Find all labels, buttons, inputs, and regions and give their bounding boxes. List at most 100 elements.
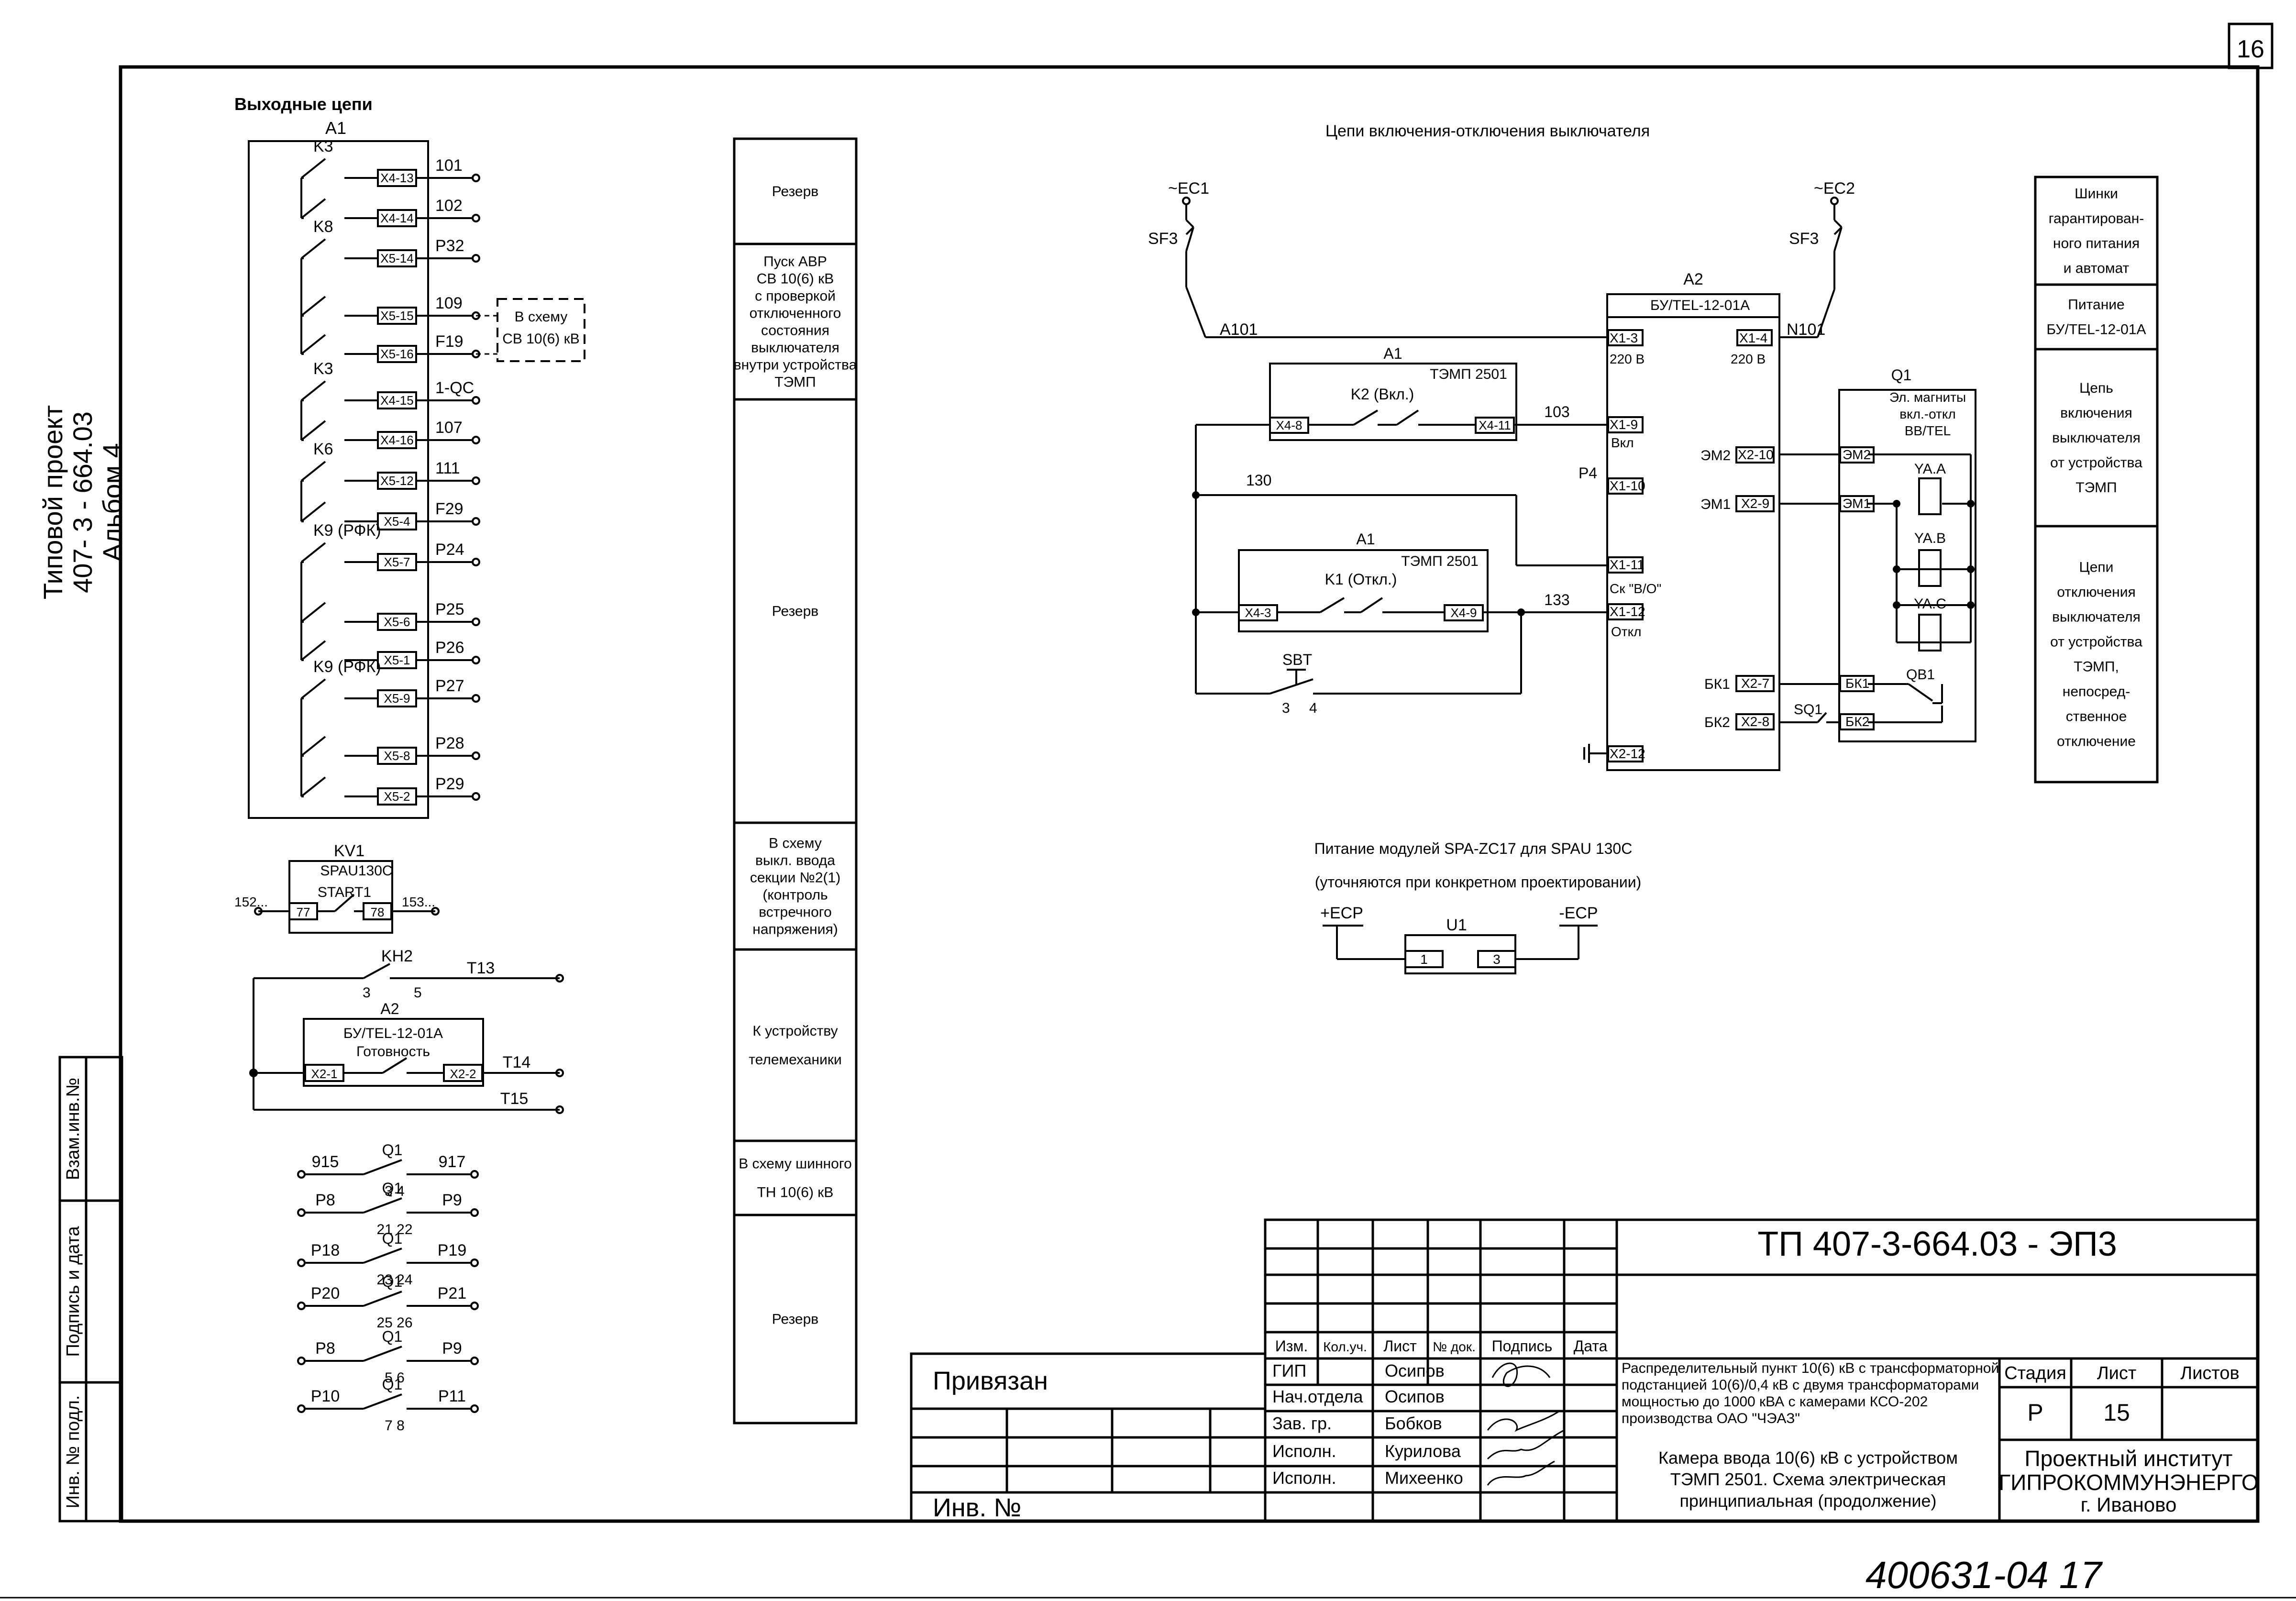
wire-n101: N101 <box>1787 320 1825 339</box>
q1-row-blade <box>363 1159 402 1175</box>
org-1: Проектный институт <box>2025 1446 2233 1471</box>
q1-row-name: Q1 <box>382 1273 403 1290</box>
coil-ya-c: YA.C <box>1914 596 1946 612</box>
a1-on-t1: X4-8 <box>1276 418 1303 432</box>
a1-on-label: A1 <box>1383 345 1402 362</box>
role-name: Осипов <box>1385 1361 1445 1380</box>
wire-103: 103 <box>1544 403 1569 420</box>
output-wire-label: P27 <box>435 677 464 695</box>
a2-t-x27: X2-7 <box>1741 676 1769 691</box>
purpose-row-text: Резерв <box>772 184 818 199</box>
q1-row-left-end <box>297 1259 306 1267</box>
wire-a101: A101 <box>1220 320 1258 339</box>
q1-row-right-end <box>470 1170 479 1179</box>
q1-t-bk2: БК2 <box>1845 714 1869 729</box>
kv1-circuit <box>254 894 440 920</box>
q1-row-right-end <box>470 1404 479 1413</box>
output-contact-blade <box>300 501 326 522</box>
right-table-frame <box>2034 176 2159 784</box>
a2-t-x212: X2-12 <box>1610 746 1645 761</box>
output-contact-blade <box>300 461 326 482</box>
output-terminal-label: X5-8 <box>384 749 410 763</box>
sheet-value: 15 <box>2103 1399 2130 1426</box>
hdr-kolych: Кол.уч. <box>1323 1339 1367 1354</box>
title-code: ТП 407-3-664.03 - ЭП3 <box>1757 1225 2117 1263</box>
sheet-desc-2: ТЭМП 2501. Схема электрическая <box>1670 1469 1946 1489</box>
a2-type: БУ/TEL-12-01A <box>1650 298 1750 313</box>
purpose-row-text: Резерв <box>772 604 818 619</box>
output-terminal-label: X5-15 <box>380 309 413 323</box>
output-contact-blade <box>300 736 326 757</box>
q1-row-pins: 21 22 <box>376 1222 412 1237</box>
q1-row-pins: 5 6 <box>385 1370 405 1386</box>
purpose-row-text: встречного <box>759 905 832 920</box>
right-row-text: гарантирован- <box>2049 211 2144 227</box>
kv1-term-77: 77 <box>297 905 310 919</box>
a1-on-t2: X4-11 <box>1479 418 1511 432</box>
q1-row-right-label: P11 <box>438 1387 466 1405</box>
output-contact-name: K3 <box>313 137 333 155</box>
q1-row-left-label: P10 <box>311 1387 340 1405</box>
switch-circuit-wiring <box>1185 201 1976 771</box>
qb1-label: QB1 <box>1906 667 1935 683</box>
signatures <box>1487 1362 1565 1486</box>
purpose-row-text: телемеханики <box>749 1052 842 1068</box>
q1-row-pins: 3 4 <box>385 1183 405 1199</box>
kh2-pin3: 3 <box>363 985 371 1001</box>
q1-row-left-end <box>297 1170 306 1179</box>
side-title: Типовой проект 407- 3 - 664.03 Альбом 4 <box>38 405 127 599</box>
q1-row-left-label: 915 <box>312 1153 339 1171</box>
title-block-grid <box>910 1218 2259 1523</box>
spa-pin3: 3 <box>1493 952 1501 967</box>
spa-unit-u1: U1 <box>1446 916 1467 934</box>
wire-133: 133 <box>1544 591 1569 608</box>
a2-terminal-boxes <box>1607 329 1875 762</box>
right-row-text: Цепи <box>2079 560 2114 575</box>
output-terminal-label: X5-9 <box>384 691 410 706</box>
stamp-zam-inv: Взам.инв.№ <box>63 1078 83 1180</box>
output-contact-blade <box>300 640 326 661</box>
hdr-ndok: № док. <box>1433 1339 1476 1354</box>
q1-row-name: Q1 <box>382 1141 403 1159</box>
output-wire-label: P29 <box>435 775 464 793</box>
output-wire-label: P24 <box>435 541 464 559</box>
hdr-izm: Изм. <box>1275 1337 1308 1355</box>
output-contact-blade <box>300 238 326 259</box>
q1-row-right-label: P21 <box>438 1284 467 1303</box>
output-wire-label: P32 <box>435 237 464 255</box>
output-wire-label: F29 <box>435 500 464 518</box>
a2-t-x13: X1-3 <box>1610 331 1638 345</box>
right-row-text: включения <box>2060 405 2132 421</box>
output-wire-end <box>472 396 480 405</box>
right-row-text: отключения <box>2057 585 2135 600</box>
purpose-row-text: выкл. ввода <box>755 853 835 869</box>
role-title: Зав. гр. <box>1272 1413 1332 1433</box>
output-terminal-label: X5-4 <box>384 514 410 529</box>
organization: Проектный институт ГИПРОКОММУНЭНЕРГО г. … <box>1998 1446 2258 1516</box>
output-contact-blade <box>300 380 326 401</box>
q1-row-left-end <box>297 1302 306 1310</box>
sf3-right-label: SF3 <box>1789 230 1819 248</box>
output-contact-name: K3 <box>313 360 333 378</box>
ec2-label: ~EC2 <box>1814 179 1855 198</box>
q1-row-left-label: P18 <box>311 1241 340 1259</box>
q1-row-right-label: P19 <box>438 1241 467 1259</box>
a1-device-box <box>248 140 429 819</box>
kv1-box <box>288 860 393 934</box>
q1-row-pins: 23 24 <box>376 1272 412 1288</box>
right-row-text: ственное <box>2066 709 2127 725</box>
output-wire-end <box>472 558 480 566</box>
output-wire-end <box>472 174 480 182</box>
left-stamp-labels: Взам.инв.№ Подпись и дата Инв. № подл. <box>63 1078 83 1509</box>
spa-pin1: 1 <box>1420 952 1428 967</box>
kh2-a2-contact: Готовность <box>356 1044 430 1060</box>
purpose-row-text: напряжения) <box>752 922 838 938</box>
right-row-text: выключателя <box>2052 430 2141 446</box>
a1-off-t2: X4-9 <box>1451 606 1477 620</box>
q1-t-em1: ЭМ1 <box>1843 496 1871 511</box>
left-stamp <box>58 1056 123 1523</box>
q1-row-left-label: P8 <box>315 1339 335 1358</box>
q1-row-pins: 7 8 <box>385 1418 405 1434</box>
output-contact-name: K8 <box>313 218 333 236</box>
